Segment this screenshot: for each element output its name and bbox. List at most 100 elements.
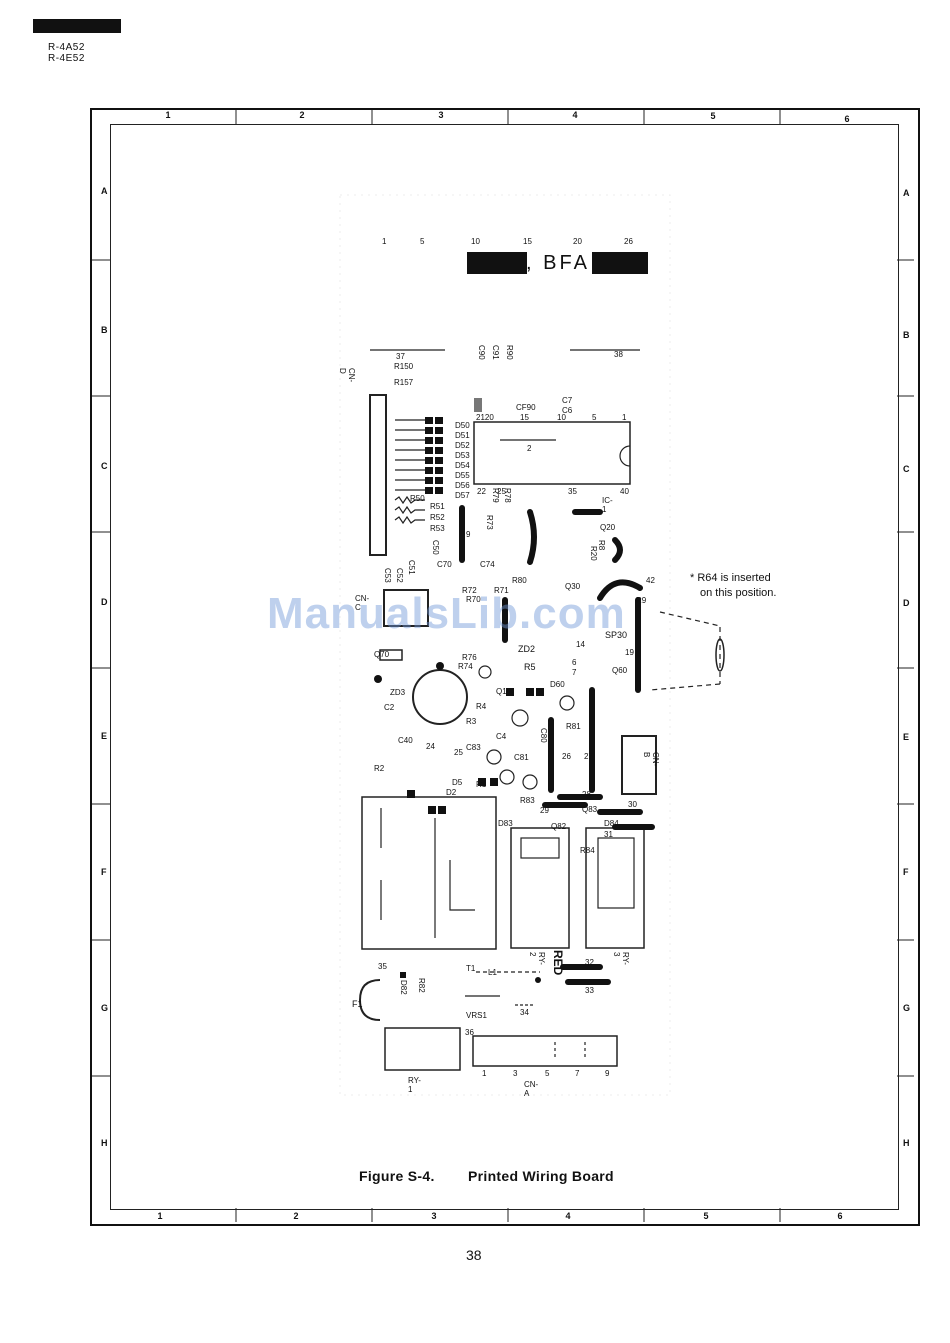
label-6: 6 xyxy=(572,658,577,667)
ref-ry2: RY-2 xyxy=(528,952,546,965)
pin-label-15: 15 xyxy=(523,237,532,246)
grid-row-c-right: C xyxy=(903,464,910,474)
ref-vrs1: VRS1 xyxy=(466,1011,487,1020)
ry-2-relay xyxy=(510,827,570,949)
ref-r70: R70 xyxy=(466,595,481,604)
ref-r84: R84 xyxy=(580,846,595,855)
cn-a-pin-9: 9 xyxy=(605,1069,610,1078)
ref-c50: C50 xyxy=(431,540,440,555)
label-1: 1 xyxy=(622,413,627,422)
board-speckle xyxy=(339,194,671,1096)
label-26: 26 xyxy=(562,752,571,761)
cn-a-pin-3: 3 xyxy=(513,1069,518,1078)
pin-label-37: 37 xyxy=(396,352,405,361)
transformer-block xyxy=(361,796,497,950)
ref-q20: Q20 xyxy=(600,523,616,532)
label-24: 24 xyxy=(426,742,435,751)
ic-2-body xyxy=(473,421,631,485)
ref-d2: D2 xyxy=(446,788,457,797)
label-15: 15 xyxy=(520,413,529,422)
ref-r51: R51 xyxy=(430,502,445,511)
ref-c52: C52 xyxy=(395,568,404,583)
grid-col-5-bottom: 5 xyxy=(703,1211,709,1221)
ref-q70: Q70 xyxy=(374,650,390,659)
grid-row-a-left: A xyxy=(101,186,108,196)
ref-q60: Q60 xyxy=(612,666,628,675)
ref-sp30: SP30 xyxy=(605,630,628,640)
ref-r4: R4 xyxy=(476,702,487,711)
grid-row-a-right: A xyxy=(903,188,910,198)
ref-c40: C40 xyxy=(398,736,413,745)
board-code-block-left xyxy=(467,252,527,274)
ref-r90: R90 xyxy=(505,345,514,360)
ref-f1: F1 xyxy=(352,999,363,1009)
ref-r1: R1 xyxy=(476,780,487,789)
ref-cn-c: CN-C xyxy=(355,594,370,612)
grid-col-1-bottom: 1 xyxy=(157,1211,163,1221)
ref-r3: R3 xyxy=(466,717,477,726)
ref-q30: Q30 xyxy=(565,582,581,591)
outer-frame xyxy=(90,108,920,1226)
ref-r81: R81 xyxy=(566,722,581,731)
ref-c91: C91 xyxy=(491,345,500,360)
figure-title: Printed Wiring Board xyxy=(468,1168,614,1184)
grid-row-b-right: B xyxy=(903,330,910,340)
grid-col-4-bottom: 4 xyxy=(565,1211,571,1221)
label-27: 27 xyxy=(584,752,593,761)
grid-col-4-top: 4 xyxy=(572,110,578,120)
board-code-block-right xyxy=(592,252,648,274)
ref-ic2: 2 xyxy=(527,444,532,453)
header-black-bar xyxy=(33,19,121,33)
grid-col-6-bottom: 6 xyxy=(837,1211,843,1221)
ref-r2: R2 xyxy=(374,764,385,773)
board-code-label: , BFA xyxy=(526,252,590,274)
label-5: 5 xyxy=(592,413,597,422)
label-25: 25 xyxy=(454,748,463,757)
ref-r5: R5 xyxy=(524,662,536,672)
ref-t1: T1 xyxy=(466,964,476,973)
label-36: 36 xyxy=(465,1028,474,1037)
page-number: 38 xyxy=(466,1247,482,1263)
ref-zd2: ZD2 xyxy=(518,644,536,654)
label-35: 35 xyxy=(378,962,387,971)
ref-c53: C53 xyxy=(383,568,392,583)
ref-r8: R8 xyxy=(597,540,606,551)
ref-d53: D53 xyxy=(455,451,470,460)
ref-c7: C7 xyxy=(562,396,573,405)
ref-r157: R157 xyxy=(394,378,414,387)
ref-d52: D52 xyxy=(455,441,470,450)
label-40: 40 xyxy=(620,487,629,496)
ref-d5: D5 xyxy=(452,778,463,787)
pin-label-20: 20 xyxy=(573,237,582,246)
label-14: 14 xyxy=(576,640,585,649)
label-32: 32 xyxy=(585,958,594,967)
figure-number: Figure S-4. xyxy=(359,1168,435,1184)
label-10: 10 xyxy=(557,413,566,422)
ref-d50: D50 xyxy=(455,421,470,430)
grid-col-2-top: 2 xyxy=(299,110,305,120)
label-28: 28 xyxy=(582,790,591,799)
ref-r73: R73 xyxy=(485,515,494,530)
ref-c80: C80 xyxy=(539,728,548,743)
grid-col-6-top: 6 xyxy=(844,114,850,124)
watermark: ManualsLib.com xyxy=(267,589,626,638)
ref-cf90: CF90 xyxy=(516,403,536,412)
label-30: 30 xyxy=(628,800,637,809)
ref-c81: C81 xyxy=(514,753,529,762)
ref-d56: D56 xyxy=(455,481,470,490)
grid-row-c-left: C xyxy=(101,461,108,471)
ref-r150: R150 xyxy=(394,362,414,371)
ref-q10: Q10 xyxy=(496,687,512,696)
model-number-1: R-4A52 xyxy=(48,42,85,53)
ref-d84: D84 xyxy=(604,819,619,828)
label-29: 29 xyxy=(540,806,549,815)
grid-row-h-left: H xyxy=(101,1138,108,1148)
ref-r76: R76 xyxy=(462,653,477,662)
inner-frame xyxy=(110,124,899,1210)
label-25b: 25 xyxy=(497,487,506,496)
ref-c90: C90 xyxy=(477,345,486,360)
ref-r74: R74 xyxy=(458,662,473,671)
grid-col-5-top: 5 xyxy=(710,111,716,121)
cn-a-pin-1: 1 xyxy=(482,1069,487,1078)
